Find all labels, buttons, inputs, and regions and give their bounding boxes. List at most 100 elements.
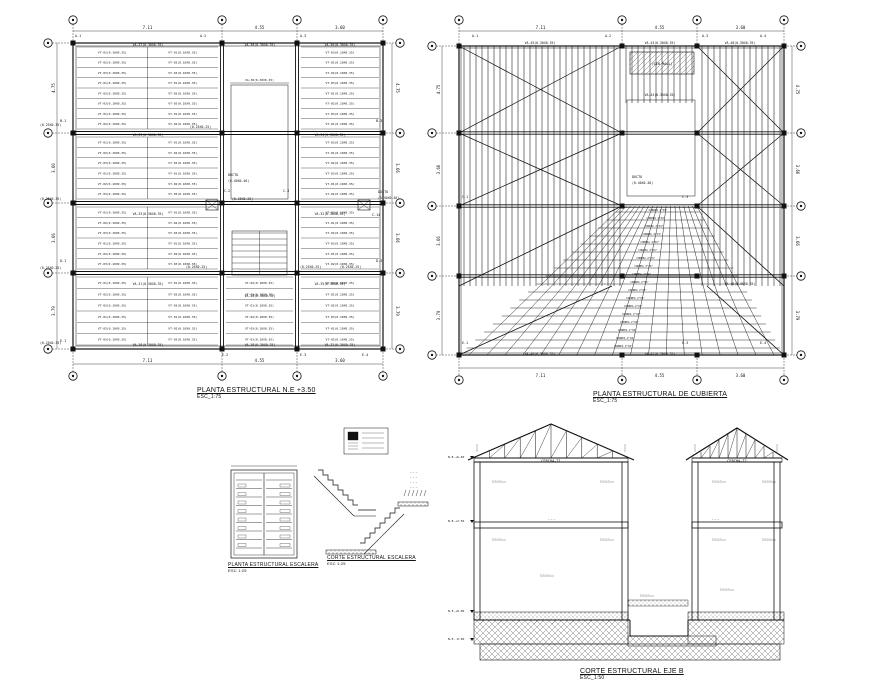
- dim-top: 4.55: [255, 25, 265, 30]
- grid-bubble-dot: [220, 374, 224, 378]
- joist-label: VT-01(0.10X0.35): [168, 210, 197, 214]
- joist-label: VT-02(0.10X0.35): [326, 102, 355, 106]
- joist-label: VT-01(0.10X0.35): [168, 140, 197, 144]
- joist-label: VT-03(0.10X0.35): [168, 192, 197, 196]
- grid-label: C-2: [224, 189, 230, 193]
- purlin-label: CORREA 2"X4": [626, 296, 645, 300]
- column: [219, 346, 225, 352]
- jack-rafter: [558, 205, 645, 356]
- grid-bubble-dot: [620, 378, 624, 382]
- purlin-label: CORREA 2"X4": [649, 208, 668, 212]
- stair-detail-fill: [347, 431, 359, 441]
- truss-left-diag: [535, 423, 552, 459]
- void-outline: [230, 84, 289, 200]
- dim-right: 3.66: [795, 165, 800, 175]
- grid-bubble-dot: [398, 131, 402, 135]
- purlin-label: CORREA 2"X4": [642, 232, 661, 236]
- column: [294, 40, 300, 46]
- grid-bubble-dot: [71, 18, 75, 22]
- grid-label: B-3: [376, 119, 382, 123]
- floor-note: — — —: [548, 518, 556, 521]
- dim-right: 3.79: [795, 311, 800, 321]
- ducto-box: [357, 199, 371, 211]
- joist-label: VT-02(0.10X0.35): [168, 326, 197, 330]
- joist-label: VT-01(0.10X0.35): [98, 50, 127, 54]
- grid-bubble-dot: [46, 271, 50, 275]
- bracing: [458, 132, 623, 207]
- stair-plan-tag: [237, 526, 247, 530]
- stair-plan-tag: [279, 517, 291, 522]
- plan2-caption: PLANTA ESTRUCTURAL DE CUBIERTA ESC_1:75: [593, 391, 727, 404]
- grid-bubble-dot: [398, 41, 402, 45]
- column: [781, 43, 787, 49]
- hip-line: [706, 285, 785, 356]
- grid-bubble-dot: [457, 378, 461, 382]
- dim-right: 3.66: [395, 233, 400, 243]
- plan1-title: PLANTA ESTRUCTURAL N.E +3.50: [197, 387, 316, 394]
- section-title: CORTE ESTRUCTURAL EJE B: [580, 668, 684, 675]
- truss-label-1: CERCHA-T1: [541, 459, 560, 463]
- ducto-box: [205, 199, 219, 211]
- slab-floor-left: [473, 611, 629, 621]
- column: [380, 200, 386, 206]
- jack-rafter: [576, 205, 649, 356]
- beam-label: VA-40(0.30X0.35): [725, 282, 756, 286]
- grid-label: E-3: [682, 341, 688, 345]
- stair-flight-1: [318, 469, 358, 506]
- slab-level-1-right: [691, 521, 783, 529]
- grid-bubble-dot: [46, 201, 50, 205]
- joist-label: VT-03(0.10X0.35): [168, 161, 197, 165]
- joist-label: VT-02(0.10X0.35): [98, 151, 127, 155]
- column-label: (0.25X0.25): [340, 265, 361, 269]
- jack-rafter: [666, 205, 671, 356]
- plan2-scale: ESC_1:75: [593, 398, 618, 404]
- ducto-x: [357, 199, 371, 211]
- stair-rebar: [403, 489, 407, 497]
- column: [619, 352, 625, 358]
- slab-floor-right: [687, 611, 785, 621]
- stair-plan-tag: [237, 517, 247, 522]
- grid-bubble-dot: [457, 18, 461, 22]
- truss-right-diag: [718, 433, 729, 459]
- jack-rafter: [630, 205, 662, 356]
- truss-left-diag: [489, 444, 505, 459]
- beam-label: VA-38(0.30X0.35): [245, 43, 276, 47]
- grid-bubble-dot: [430, 353, 434, 357]
- stair-section: — — —— — —— — —— — —: [313, 427, 429, 555]
- callout-text: — — — —: [492, 537, 502, 540]
- hip-line: [696, 205, 785, 287]
- stair-plan-tag: [237, 492, 247, 496]
- joist-label: VT-02(0.10X0.35): [326, 192, 355, 196]
- column-label: (0.25X0.25): [190, 125, 211, 129]
- grid-label: E-4: [760, 341, 766, 345]
- beam-label: VA-33(0.30X0.35): [133, 212, 164, 216]
- stair-plan-tag: [279, 534, 291, 539]
- dim-left: 3.66: [436, 164, 441, 174]
- joist-label: VT-03(0.10X0.35): [326, 241, 355, 245]
- jack-rafter: [696, 205, 775, 356]
- joist-label: VT-03(0.10X0.35): [326, 81, 355, 85]
- joist-label: VT-03(0.10X0.35): [168, 304, 197, 308]
- truss-left-diag: [504, 437, 521, 459]
- joist-label: VT-03(0.10X0.35): [326, 281, 355, 285]
- grid-bubble-dot: [799, 204, 803, 208]
- section-caption: CORTE ESTRUCTURAL EJE B ESC_1:50: [580, 668, 684, 681]
- bracing: [696, 132, 785, 207]
- purlin-label: CORREA 2"X4": [638, 248, 657, 252]
- stair-section-caption: CORTE ESTRUCTURAL ESCALERA ESC 1:25: [327, 555, 416, 566]
- grid-label: E-1: [462, 341, 468, 345]
- level-label: N.E.-0.60: [448, 637, 464, 641]
- stair-note: — — —: [410, 481, 418, 484]
- ground-tick: [515, 619, 521, 625]
- joist-label: VT-01(0.10X0.35): [98, 112, 127, 116]
- joist-label: VT-03(0.10X0.35): [98, 71, 127, 75]
- grid-label: C-3: [283, 189, 289, 193]
- grid-label: A-3: [300, 34, 306, 38]
- callout-text: — — — —: [712, 479, 722, 482]
- dim-left: 4.75: [436, 84, 441, 94]
- bracing: [696, 45, 785, 134]
- truss-right-diag: [745, 439, 756, 459]
- beam-label: VA-30(0.30X0.35): [325, 43, 356, 47]
- grid-label: A-1: [472, 34, 478, 38]
